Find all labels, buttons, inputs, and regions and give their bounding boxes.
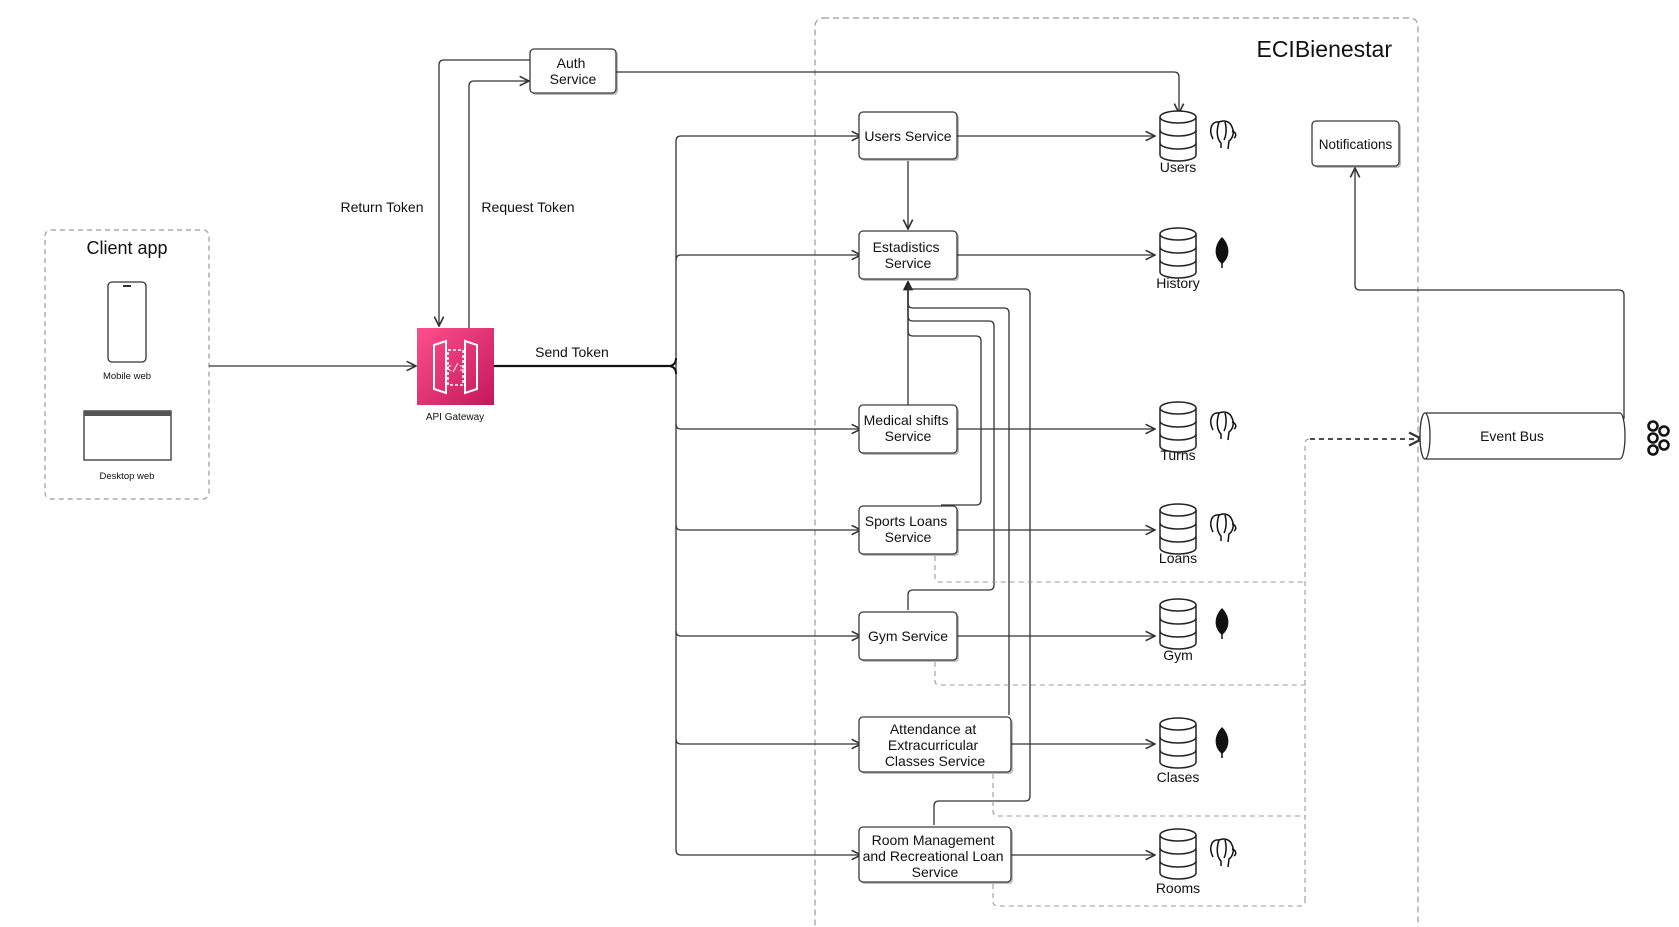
db-history: History xyxy=(1156,227,1229,291)
edge-to-attendance xyxy=(675,739,861,744)
desktop-browser-icon xyxy=(83,410,172,461)
mongodb-icon xyxy=(1215,608,1229,639)
postgresql-icon xyxy=(1210,838,1237,868)
send-token-trunk xyxy=(675,136,861,141)
edge-sports-stats xyxy=(907,285,982,506)
request-token-label: Request Token xyxy=(481,199,574,215)
gym-service: Gym Service xyxy=(858,611,959,662)
db-users-label: Users xyxy=(1160,159,1197,175)
estadistics-service: Estadistics Service xyxy=(858,230,959,281)
client-app-group xyxy=(44,229,210,500)
postgresql-icon xyxy=(1210,411,1237,441)
edge-auth-users-db xyxy=(616,71,1179,113)
system-title: ECIBienestar xyxy=(1256,36,1392,62)
edge-to-medical xyxy=(675,424,861,429)
api-gateway-label: API Gateway xyxy=(426,412,484,423)
sports-loans-service: Sports Loans Service xyxy=(858,505,959,556)
db-rooms-label: Rooms xyxy=(1156,880,1200,896)
room-management-service: Room Management and Recreational Loan Se… xyxy=(858,826,1013,884)
db-turns-label: Turns xyxy=(1160,447,1195,463)
attendance-service: Attendance at Extracurricular Classes Se… xyxy=(858,716,1013,774)
db-users: Users xyxy=(1159,110,1237,175)
mobile-phone-icon xyxy=(107,281,147,363)
dash-gym-bus xyxy=(934,662,1305,686)
db-clases-label: Clases xyxy=(1157,769,1200,785)
auth-service-box xyxy=(529,48,617,94)
edge-to-sports xyxy=(675,525,861,530)
db-clases: Clases xyxy=(1157,717,1229,785)
svg-text:Estadistics Service: Estadistics Service xyxy=(873,239,944,271)
dash-rooms-bus xyxy=(992,884,1306,907)
send-token-label: Send Token xyxy=(535,344,609,360)
postgresql-icon xyxy=(1210,120,1237,150)
svg-text:</>: </> xyxy=(445,362,467,376)
dash-attendance-bus xyxy=(992,774,1305,817)
edge-return-token xyxy=(439,59,530,326)
medical-shifts-service: Medical shifts Service xyxy=(858,404,959,455)
svg-text:Medical shifts Service: Medical shifts Service xyxy=(864,412,953,444)
db-turns: Turns xyxy=(1159,401,1237,463)
mongodb-icon xyxy=(1215,237,1229,268)
client-app-title: Client app xyxy=(86,238,167,258)
auth-service-label: Auth Service xyxy=(550,55,597,87)
edge-request-token xyxy=(468,81,529,328)
svg-text:Sports Loans Service: Sports Loans Service xyxy=(865,513,951,545)
notifications-service: Notifications xyxy=(1311,120,1401,168)
svg-text:Gym Service: Gym Service xyxy=(868,628,948,644)
api-gateway-icon: </> xyxy=(417,328,494,405)
desktop-web-label: Desktop web xyxy=(100,471,155,482)
kafka-icon xyxy=(1647,420,1670,456)
edge-attendance-stats xyxy=(907,285,1010,715)
mobile-web-label: Mobile web xyxy=(103,371,151,382)
svg-text:Attendance at Extracurri: Attendance at Extracurricular Classes Se… xyxy=(885,721,986,769)
event-bus: Event Bus xyxy=(1419,412,1626,460)
edge-gym-stats xyxy=(907,285,995,610)
users-service: Users Service xyxy=(858,111,959,161)
edge-to-stats xyxy=(675,255,861,260)
mongodb-icon xyxy=(1215,727,1229,758)
edge-rooms-stats xyxy=(907,283,1031,825)
send-token-vertical xyxy=(675,141,682,856)
svg-text:Notifications: Notifications xyxy=(1319,137,1393,152)
postgresql-icon xyxy=(1210,513,1237,543)
db-gym: Gym xyxy=(1159,598,1229,663)
return-token-label: Return Token xyxy=(340,199,423,215)
db-loans-label: Loans xyxy=(1159,550,1197,566)
db-history-label: History xyxy=(1156,275,1200,291)
dash-sports-bus xyxy=(934,556,1305,583)
svg-text:Room Management and Recr: Room Management and Recreational Loan Se… xyxy=(863,832,1008,880)
ecibienestar-boundary xyxy=(814,17,1419,927)
dash-bus-trunk xyxy=(1304,438,1311,901)
svg-text:Event Bus: Event Bus xyxy=(1480,428,1544,444)
db-loans: Loans xyxy=(1159,503,1237,566)
edge-bus-notifications xyxy=(1355,168,1625,419)
db-rooms: Rooms xyxy=(1156,828,1237,896)
db-gym-label: Gym xyxy=(1163,647,1193,663)
edge-to-gym xyxy=(675,631,861,636)
svg-text:Users Service: Users Service xyxy=(864,128,951,144)
